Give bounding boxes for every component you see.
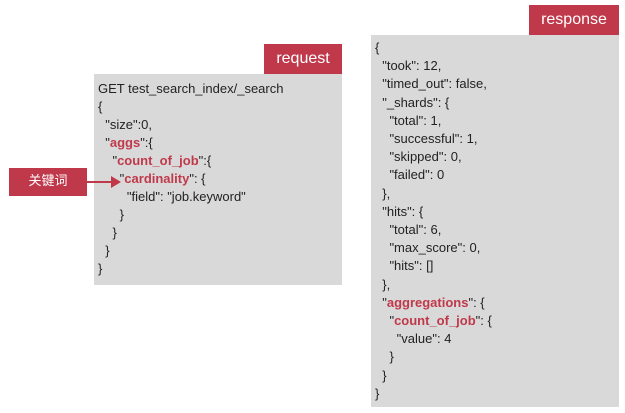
- code-text: "timed_out": false,: [375, 76, 487, 92]
- code-text: "field": "job.keyword": [98, 189, 246, 204]
- code-line: }: [98, 224, 117, 242]
- code-line: "failed": 0: [375, 166, 444, 184]
- code-line: GET test_search_index/_search: [98, 80, 283, 98]
- code-line: "hits": {: [375, 203, 423, 221]
- code-text: },: [375, 276, 391, 292]
- code-text: }: [98, 243, 110, 258]
- code-line: "max_score": 0,: [375, 239, 480, 257]
- code-text: {: [375, 40, 380, 55]
- code-line: }: [98, 260, 102, 278]
- code-text: ": {: [475, 313, 492, 328]
- code-text: ":{: [140, 135, 153, 150]
- code-line: {: [375, 39, 379, 57]
- code-line: },: [375, 276, 390, 294]
- code-line: "aggs":{: [98, 134, 153, 152]
- code-text: }: [98, 225, 117, 240]
- code-line: "took": 12,: [375, 57, 441, 75]
- code-line: "total": 6,: [375, 221, 441, 239]
- code-text: ": [375, 294, 387, 310]
- code-text: ": [119, 171, 125, 186]
- code-text: "value": 4: [375, 331, 452, 347]
- response-tag: response: [529, 5, 619, 35]
- code-text: "successful": 1,: [375, 131, 478, 146]
- response-code-panel: { "took": 12, "timed_out": false, "_shar…: [371, 35, 619, 407]
- code-text: },: [375, 185, 391, 201]
- code-line: }: [98, 242, 110, 260]
- code-text: {: [98, 99, 103, 114]
- code-line: "cardinality": {: [98, 170, 206, 188]
- code-text: }: [98, 207, 125, 222]
- code-text: "total": 6,: [375, 222, 442, 237]
- code-line: {: [98, 98, 102, 116]
- highlighted-keyword: count_of_job: [117, 153, 199, 168]
- code-text: ": [98, 153, 118, 168]
- code-text: ": [375, 313, 395, 328]
- code-line: "skipped": 0,: [375, 148, 462, 166]
- code-line: "successful": 1,: [375, 130, 477, 148]
- code-line: },: [375, 185, 390, 203]
- code-line: }: [98, 206, 124, 224]
- code-text: ": {: [468, 294, 485, 310]
- code-line: "aggregations": {: [375, 294, 485, 312]
- code-text: "_shards": {: [375, 94, 450, 110]
- code-text: "failed": 0: [375, 167, 445, 183]
- code-text: "max_score": 0,: [375, 240, 481, 256]
- highlighted-keyword: aggs: [109, 135, 141, 150]
- code-line: }: [375, 348, 394, 366]
- arrow-right-icon: [87, 176, 121, 188]
- highlighted-keyword: cardinality: [124, 171, 190, 186]
- request-code-panel: GET test_search_index/_search { "size":0,…: [94, 74, 342, 285]
- highlighted-keyword: aggregations: [386, 294, 469, 310]
- code-text: "total": 1,: [375, 112, 442, 128]
- code-text: ": {: [189, 171, 206, 186]
- code-line: "_shards": {: [375, 94, 449, 112]
- code-text: }: [375, 385, 380, 401]
- code-line: "field": "job.keyword": [98, 188, 246, 206]
- highlighted-keyword: count_of_job: [394, 313, 476, 328]
- code-text: ": [98, 135, 110, 150]
- code-text: "took": 12,: [375, 58, 442, 74]
- code-text: "hits": {: [375, 203, 424, 219]
- code-text: }: [375, 349, 394, 365]
- code-text: "size":0,: [98, 117, 153, 132]
- code-line: "total": 1,: [375, 112, 441, 130]
- code-text: "skipped": 0,: [375, 149, 462, 165]
- code-text: }: [375, 367, 387, 383]
- code-line: "value": 4: [375, 330, 452, 348]
- code-text: }: [98, 261, 103, 276]
- code-line: }: [375, 385, 379, 403]
- code-line: "hits": []: [375, 257, 433, 275]
- code-line: "count_of_job":{: [98, 152, 211, 170]
- code-text: "hits": []: [375, 258, 434, 274]
- code-line: "count_of_job": {: [375, 312, 492, 330]
- code-text: GET test_search_index/_search: [98, 81, 284, 96]
- code-line: }: [375, 367, 387, 385]
- code-text: ":{: [198, 153, 212, 168]
- code-line: "size":0,: [98, 116, 152, 134]
- request-tag: request: [264, 44, 342, 74]
- code-line: "timed_out": false,: [375, 75, 487, 93]
- keyword-callout: 关键词: [9, 168, 87, 196]
